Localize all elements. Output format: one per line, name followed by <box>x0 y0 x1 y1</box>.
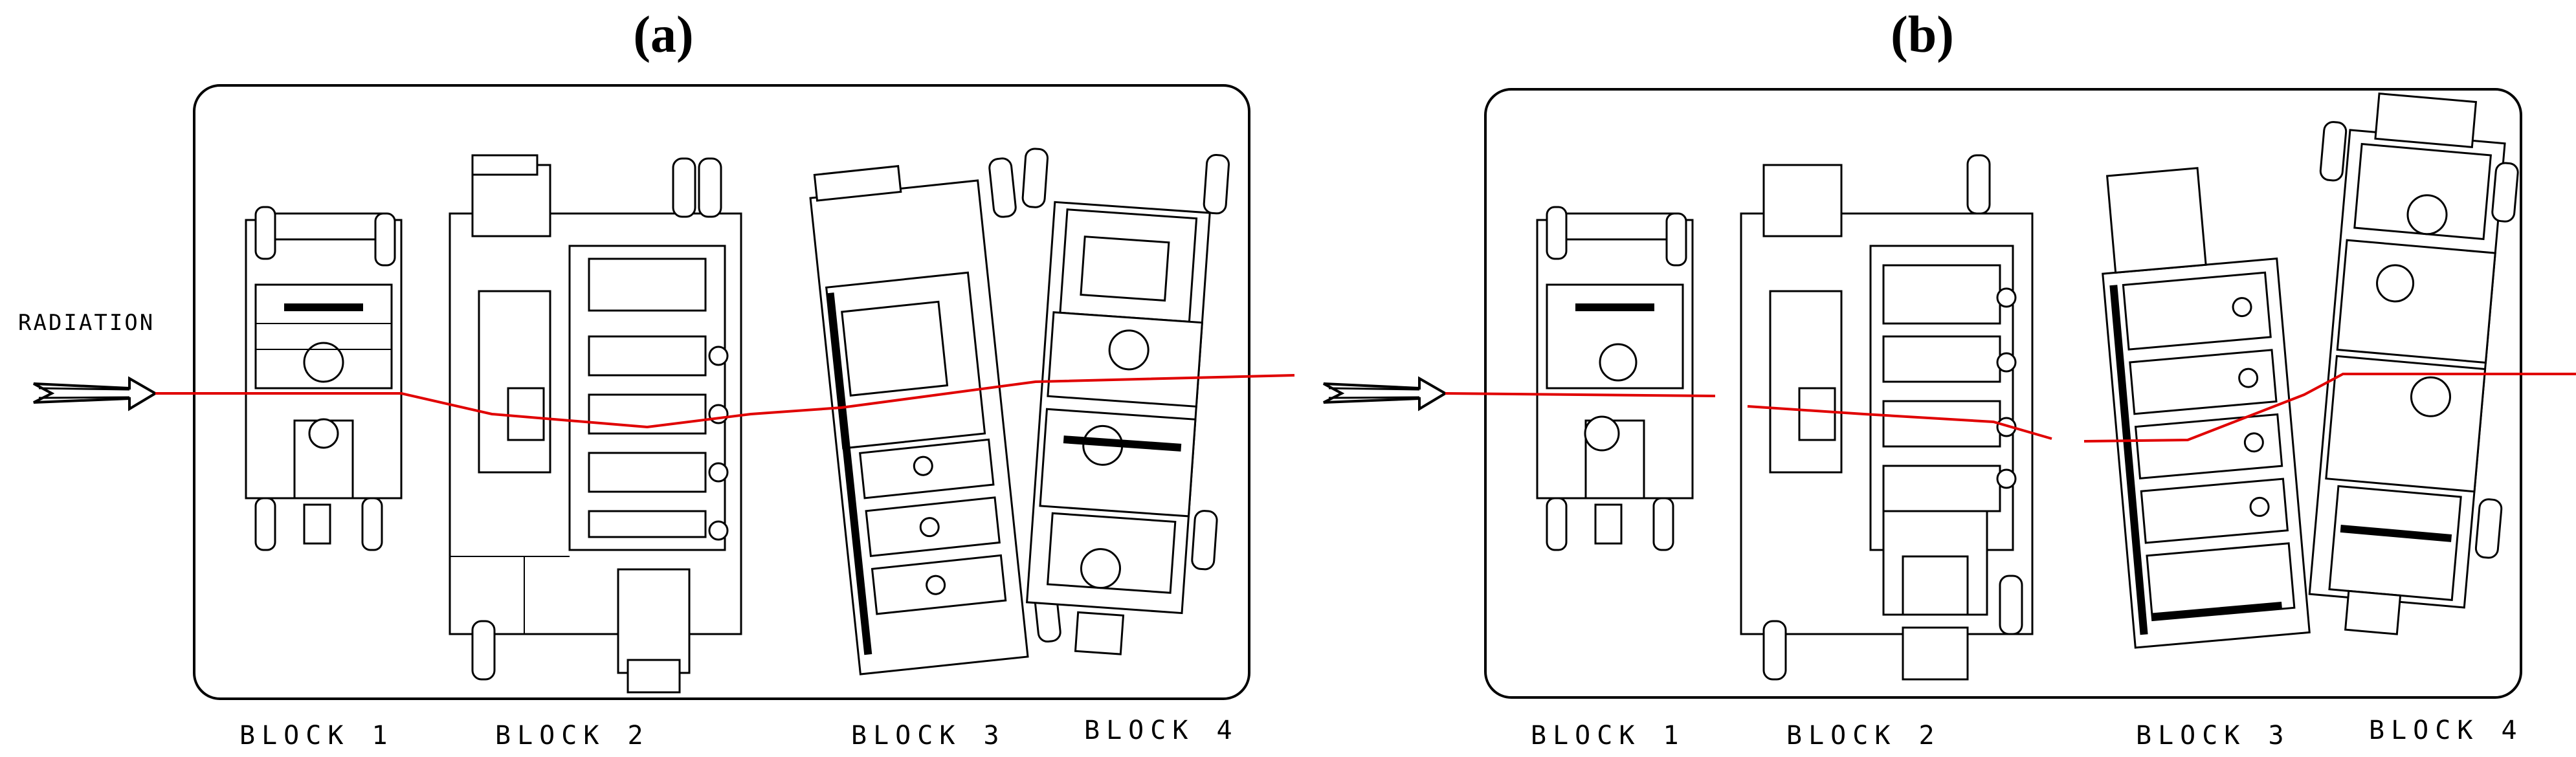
panel-a: (a) RADIATION <box>18 6 1295 751</box>
panel-b-title: (b) <box>1891 6 1954 63</box>
block-4-mechanism <box>1021 148 1230 655</box>
panel-b-block-1-label: BLOCK 1 <box>1531 721 1685 751</box>
block-3-mechanism <box>809 157 1061 675</box>
panel-b-block-3-label: BLOCK 3 <box>2136 721 2291 751</box>
panel-b-block-2-label: BLOCK 2 <box>1786 721 1941 751</box>
block-2-mechanism <box>449 154 742 694</box>
panel-b-block-4-label: BLOCK 4 <box>2369 716 2524 745</box>
radiation-arrow-icon <box>33 376 158 411</box>
beam-path-a <box>155 374 1295 429</box>
block-2-mechanism-b <box>1740 154 2034 681</box>
block-1-mechanism-b <box>1536 206 1694 551</box>
panel-a-block-1-label: BLOCK 1 <box>239 721 394 751</box>
panel-a-block-4-label: BLOCK 4 <box>1084 716 1239 745</box>
beam-path-b <box>1445 373 2576 443</box>
panel-a-block-2-label: BLOCK 2 <box>495 721 650 751</box>
block-3-mechanism-b <box>2102 167 2311 649</box>
block-1-mechanism <box>245 206 403 551</box>
block-4-mechanism-b <box>2308 92 2519 635</box>
radiation-label: RADIATION <box>18 310 155 336</box>
panel-a-block-3-label: BLOCK 3 <box>851 721 1006 751</box>
radiation-arrow-b-icon <box>1323 376 1448 411</box>
panel-b: (b) <box>1323 6 2576 751</box>
panel-a-title: (a) <box>633 6 693 63</box>
